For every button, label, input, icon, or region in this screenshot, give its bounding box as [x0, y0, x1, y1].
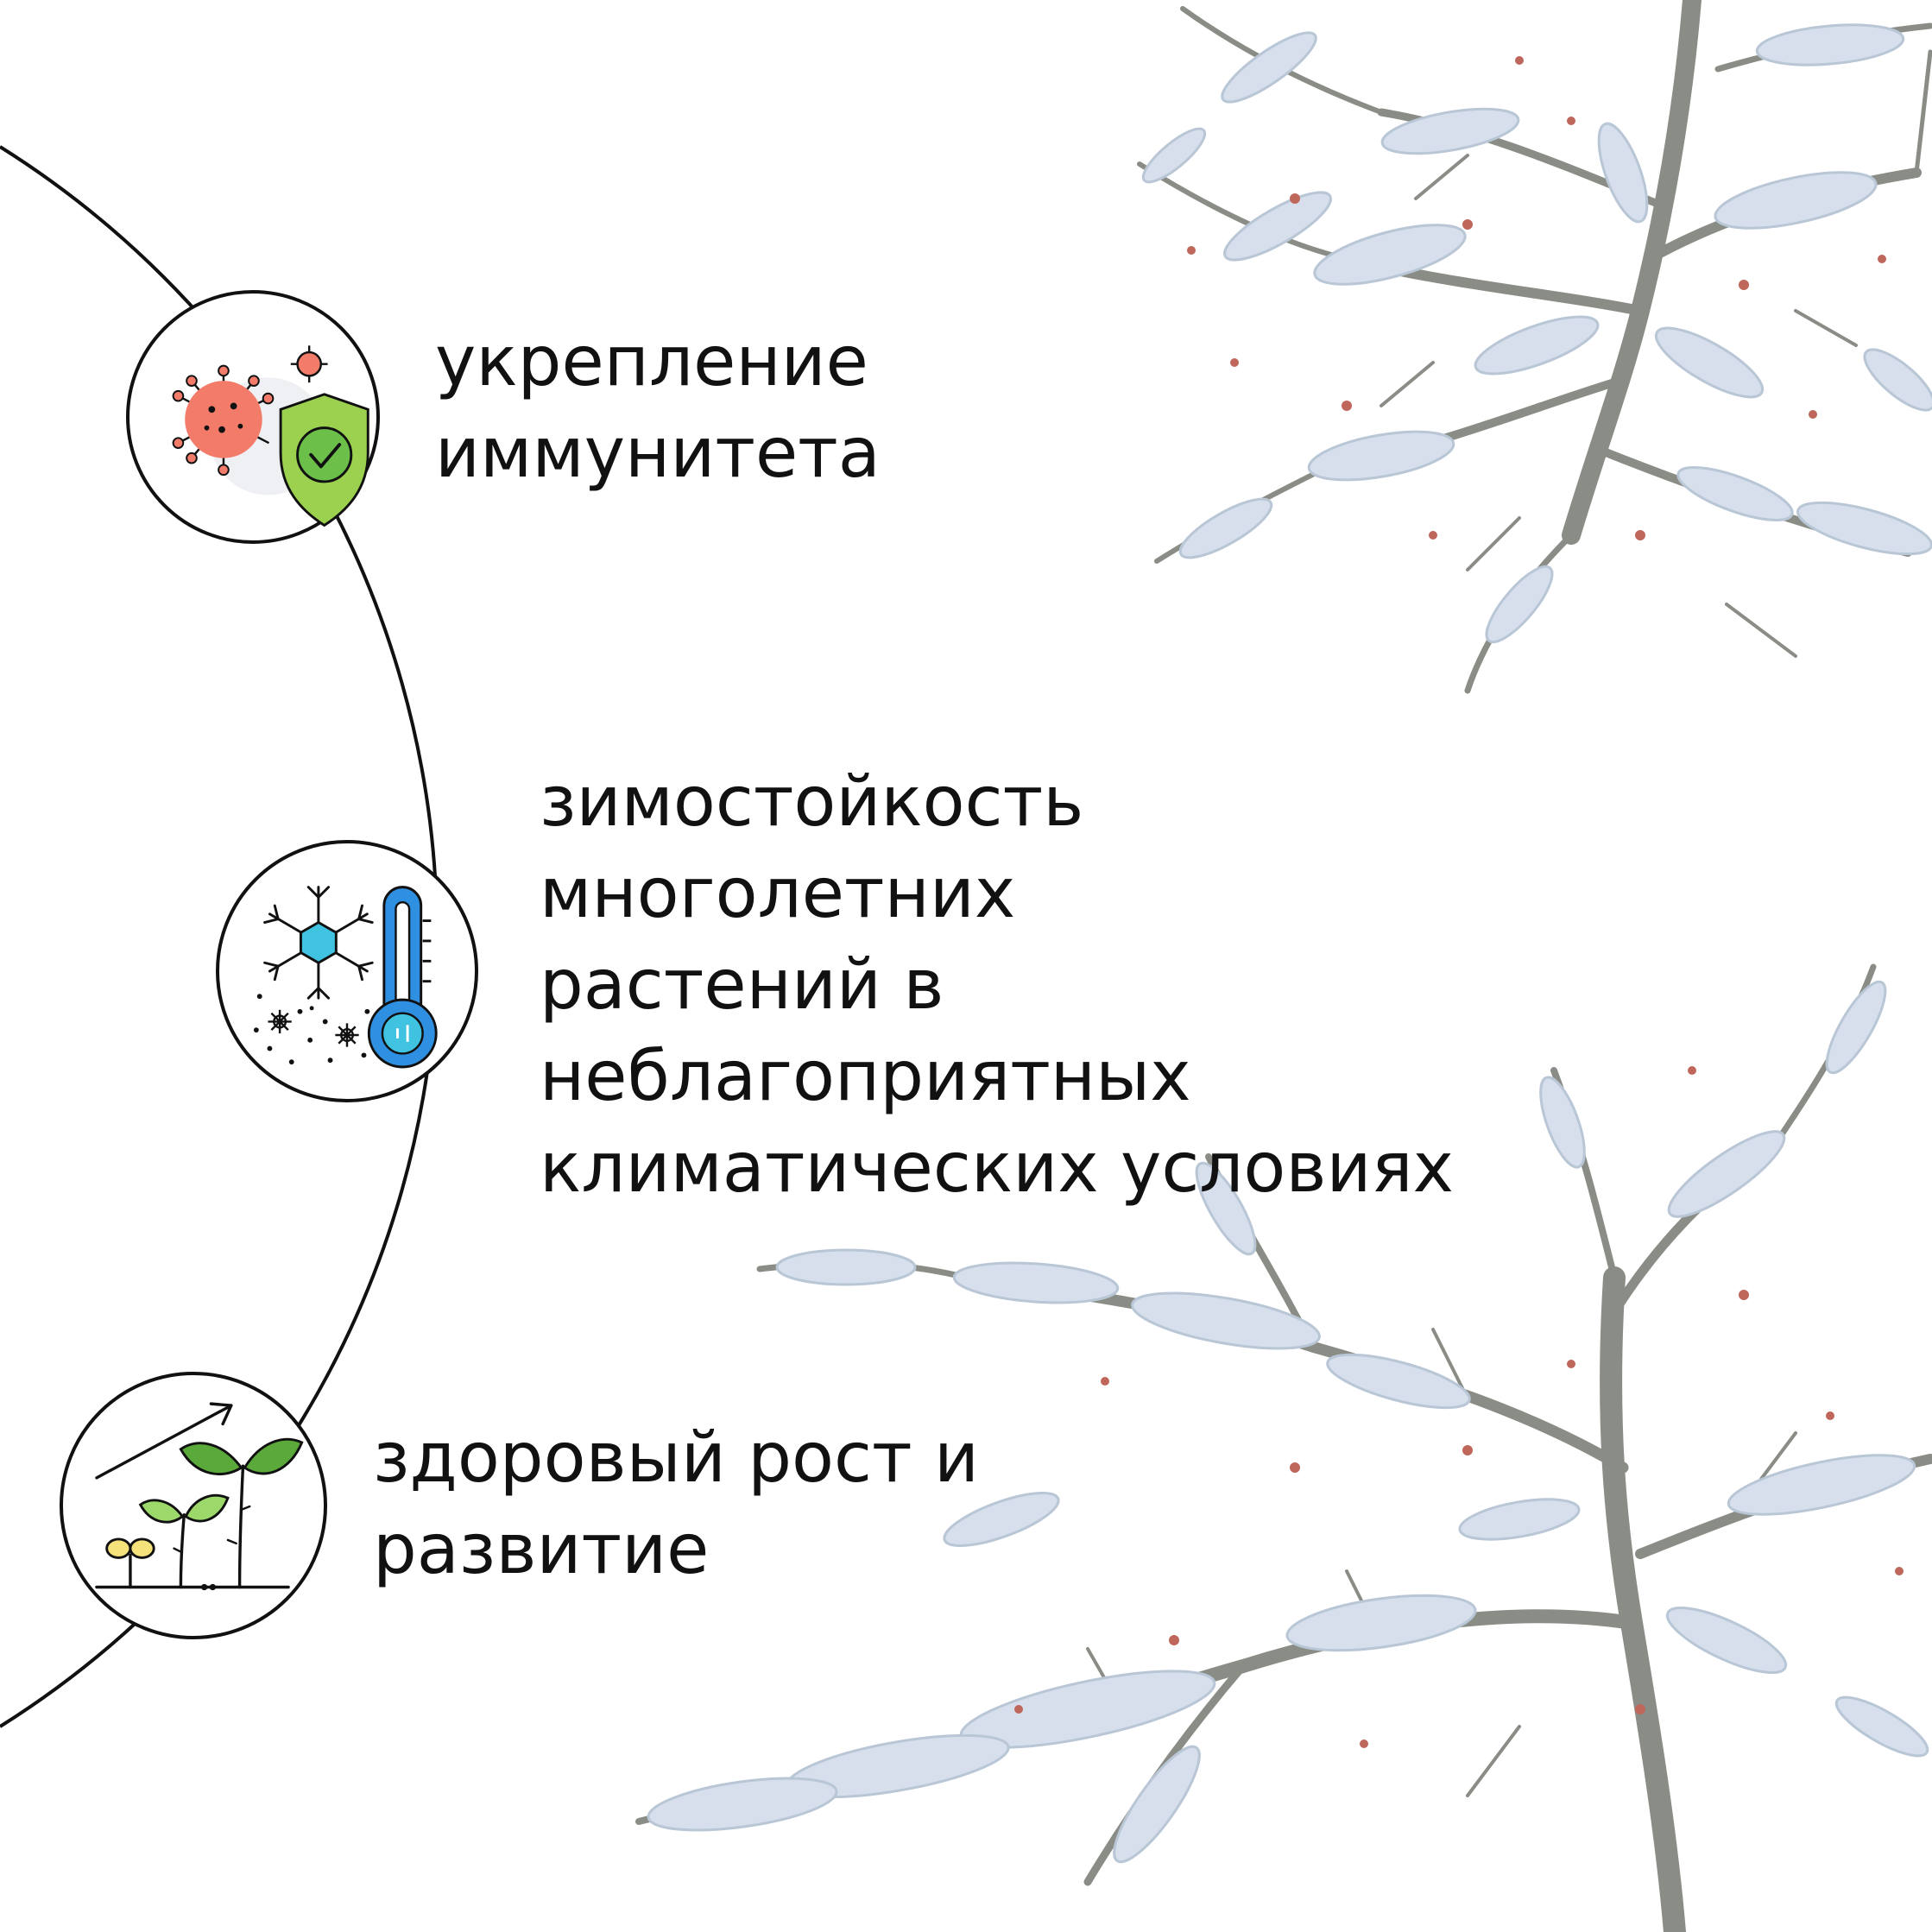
- snowflake-thermometer-icon: [216, 840, 478, 1102]
- caption-growth: здоровый рост и развитие: [373, 1412, 979, 1595]
- virus-shield-icon: [126, 290, 380, 544]
- caption-immunity-line-1: укрепление: [435, 321, 868, 401]
- caption-growth-line-1: здоровый рост и: [373, 1417, 979, 1498]
- caption-frost-line-3: растений в: [540, 944, 944, 1025]
- caption-frost-line-5: климатических условиях: [540, 1127, 1454, 1208]
- caption-immunity-line-2: иммунитета: [435, 413, 881, 493]
- caption-frost: зимостойкость многолетних растений в неб…: [540, 756, 1454, 1214]
- caption-frost-line-1: зимостойкость: [540, 761, 1084, 842]
- caption-frost-line-2: многолетних: [540, 853, 1016, 933]
- caption-growth-line-2: развитие: [373, 1509, 710, 1589]
- caption-immunity: укрепление иммунитета: [435, 316, 881, 499]
- sprout-growth-icon: [60, 1372, 327, 1639]
- caption-frost-line-4: неблагоприятных: [540, 1036, 1191, 1116]
